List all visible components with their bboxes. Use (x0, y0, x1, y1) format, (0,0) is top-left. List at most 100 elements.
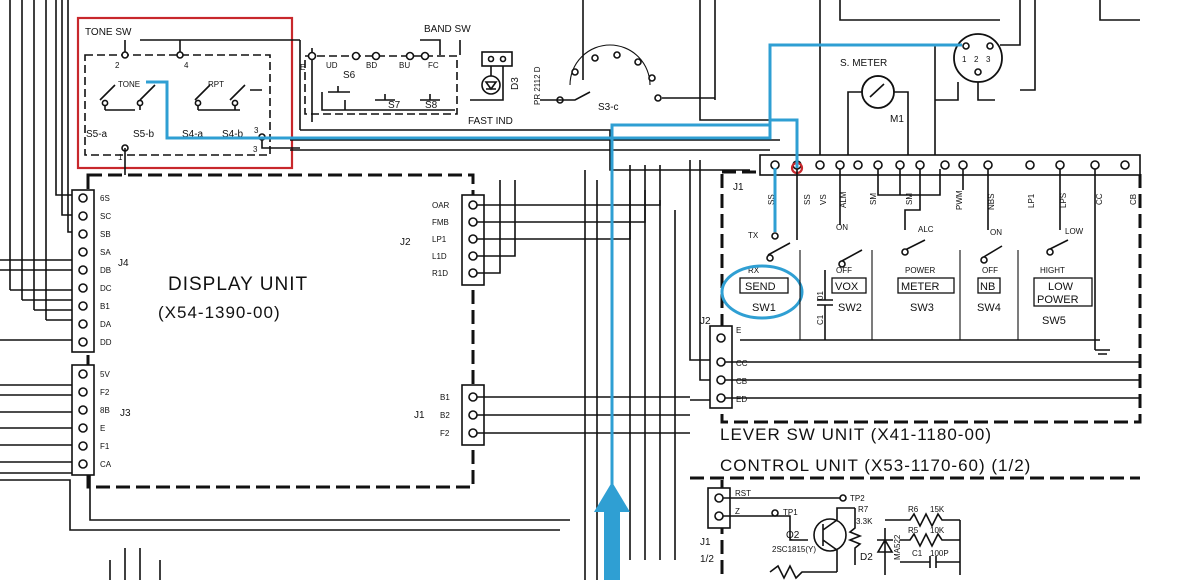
cu-d2-part: MA522 (893, 534, 902, 560)
cu-c1-val: 100P (930, 549, 949, 558)
cu-d2: D2 (860, 552, 873, 563)
tone-pin-4: 4 (184, 61, 189, 70)
sw4-on: ON (990, 228, 1002, 237)
sw3-id: SW3 (910, 302, 934, 314)
lever-pin-cc: CC (1095, 193, 1104, 205)
lever-c1b: 01 (816, 291, 825, 300)
cu-r5: R5 (908, 526, 919, 535)
display-unit-title: DISPLAY UNIT (168, 274, 308, 295)
j4-pin-sa: SA (100, 248, 111, 257)
s5b-label: S5-b (133, 129, 155, 140)
lever-c1: C1 (816, 314, 825, 325)
control-unit: RST Z J1 1/2 TP2 TP1 Q2 2SC1815(Y) R7 3.… (690, 476, 1140, 580)
cu-tp1: TP1 (783, 508, 798, 517)
band-e: E (300, 63, 305, 72)
s4b-label: S4-b (222, 129, 244, 140)
lever-j2-e: E (736, 326, 741, 335)
band-bd: BD (366, 61, 377, 70)
lever-pin-vs: VS (819, 194, 828, 205)
cu-c1: C1 (912, 549, 923, 558)
sw3-label: METER (901, 281, 940, 293)
j3-pin-8b: 8B (100, 406, 110, 415)
sw2-on: ON (836, 223, 848, 232)
band-s6: S6 (343, 70, 356, 81)
sw4-off: OFF (982, 266, 998, 275)
d3-label: D3 (510, 77, 521, 90)
fast-ind-label: FAST IND (468, 116, 513, 127)
rpt-label: RPT (208, 80, 224, 89)
tone-pin-3b: 3 (253, 145, 258, 154)
cu-j1-half: 1/2 (700, 554, 714, 565)
band-sw-title: BAND SW (424, 24, 471, 35)
sw1-rx: RX (748, 266, 760, 275)
sw2-off: OFF (836, 266, 852, 275)
cu-rst: RST (735, 489, 751, 498)
j2-pin-l1d: L1D (432, 252, 447, 261)
j3-pin-5v: 5V (100, 370, 110, 379)
j4-pin-da: DA (100, 320, 112, 329)
sw1-tx: TX (748, 231, 759, 240)
lever-pin-lp1: LP1 (1027, 193, 1036, 208)
j4-pin-sb: SB (100, 230, 111, 239)
lever-j2-ed: ED (736, 395, 747, 404)
red-highlight-box (76, 16, 294, 170)
tone-pin-2: 2 (115, 61, 120, 70)
lever-pin-sm1: SM (869, 193, 878, 205)
j4-pin-db: DB (100, 266, 111, 275)
lever-pin-ss1: SS (767, 194, 776, 205)
j4-pin-dc: DC (100, 284, 112, 293)
blue-signal-trace (146, 43, 962, 580)
cu-q2-part: 2SC1815(Y) (772, 545, 816, 554)
sw5-low: LOW (1065, 227, 1084, 236)
lever-pin-sm2: SM (905, 193, 914, 205)
sw3-power: POWER (905, 266, 935, 275)
cu-r7-val: 3.3K (856, 517, 873, 526)
display-unit: DISPLAY UNIT (X54-1390-00) J4 6S SC SB S… (71, 165, 690, 489)
sw5-label-2: POWER (1037, 294, 1079, 306)
sw4-label: NB (980, 281, 995, 293)
sw5-label-1: LOW (1048, 281, 1074, 293)
lever-pin-nbs: NBS (987, 194, 996, 210)
j4-label: J4 (118, 258, 129, 269)
bus-wires (290, 0, 780, 171)
cu-z: Z (735, 507, 740, 516)
s-meter-title: S. METER (840, 58, 887, 69)
band-s7: S7 (388, 100, 401, 111)
j1-pin-f2: F2 (440, 429, 450, 438)
j1-pins (468, 392, 478, 438)
j3-pins (78, 369, 88, 469)
j1-label: J1 (414, 410, 425, 421)
j3-pin-e: E (100, 424, 105, 433)
j2-pin-lp1: LP1 (432, 235, 447, 244)
lever-pin-lps: LPS (1059, 193, 1068, 208)
lever-j1-label: J1 (733, 182, 744, 193)
conn-pin-3: 3 (986, 55, 991, 64)
sw5-high: HIGHT (1040, 266, 1065, 275)
cu-q2: Q2 (786, 530, 800, 541)
j3-pin-ca: CA (100, 460, 112, 469)
j4-pin-6s: 6S (100, 194, 110, 203)
send-switch-highlight (720, 264, 804, 320)
transistor-q2-icon (813, 518, 847, 552)
band-s8: S8 (425, 100, 438, 111)
lever-j2-cc: CC (736, 359, 748, 368)
band-ud: UD (326, 61, 338, 70)
cu-r6-val: 15K (930, 505, 945, 514)
j2-label: J2 (400, 237, 411, 248)
tone-switch-block: TONE SW 2 4 TONE RPT S5-a S5-b S4-a S4-b… (76, 16, 300, 175)
conn-pin-1: 1 (962, 55, 967, 64)
tone-label: TONE (118, 80, 140, 89)
display-unit-part: (X54-1390-00) (158, 303, 281, 322)
lever-top-pins (770, 160, 1130, 170)
band-bu: BU (399, 61, 410, 70)
j1-pin-b1: B1 (440, 393, 450, 402)
lever-pin-ss2: SS (803, 194, 812, 205)
lever-j2-cb: CB (736, 377, 747, 386)
d3-part: PR 2112 D (533, 66, 542, 105)
lever-pin-pwm: PWM (955, 190, 964, 210)
j3-pin-f2: F2 (100, 388, 110, 397)
s4a-label: S4-a (182, 129, 204, 140)
lever-pin-alm: ALM (839, 191, 848, 208)
j4-pin-b1: B1 (100, 302, 110, 311)
